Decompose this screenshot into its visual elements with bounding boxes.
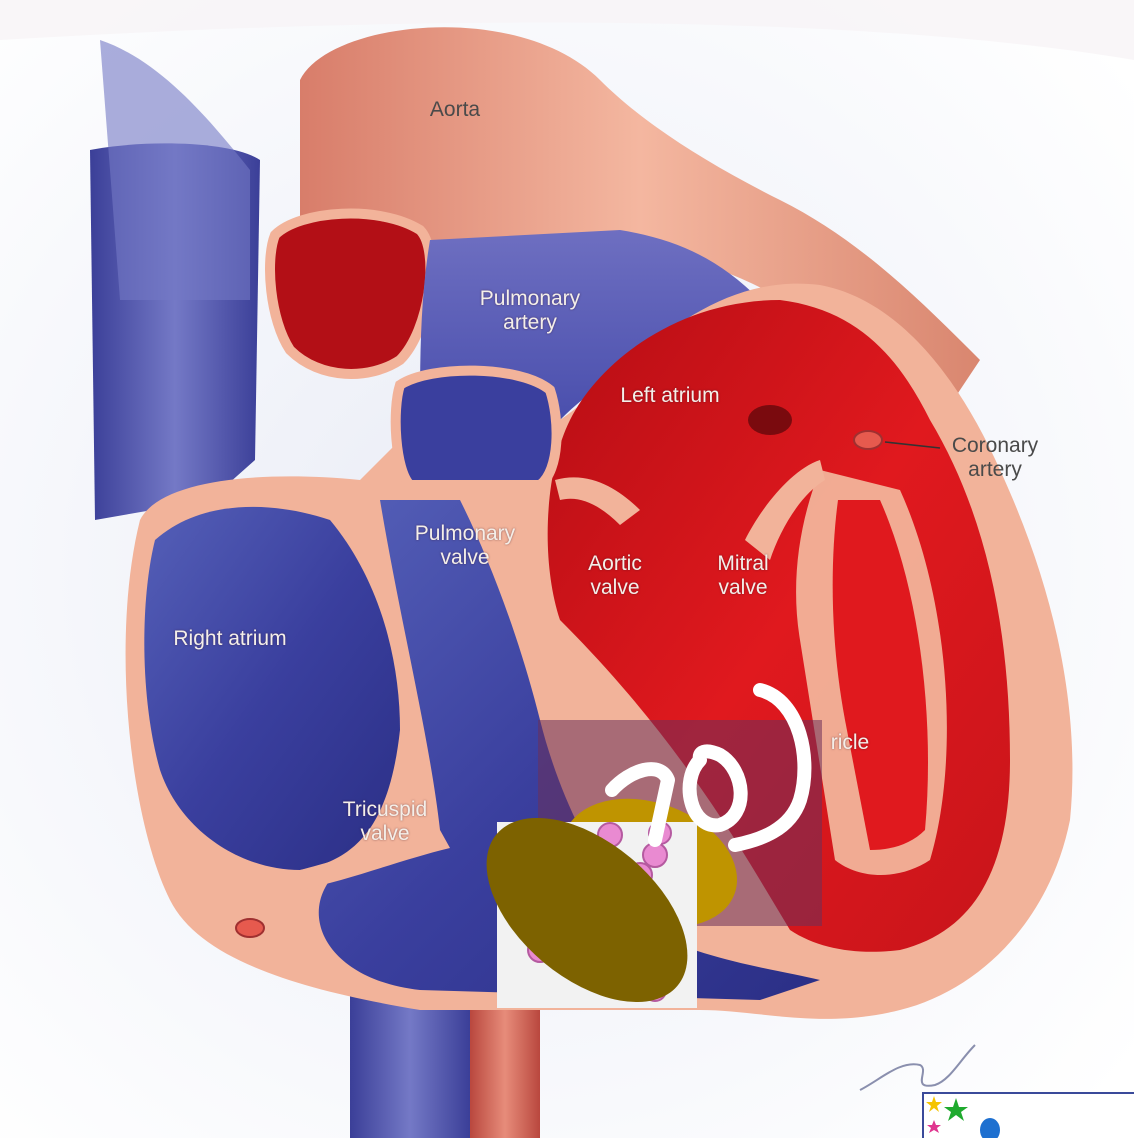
label-aortic-valve: Aortic valve (560, 552, 670, 600)
pulmonary-vein-opening (748, 405, 792, 435)
label-pulmonary-valve: Pulmonary valve (390, 522, 540, 570)
label-right-atrium: Right atrium (150, 627, 310, 651)
pulmonary-valve-chamber (396, 371, 557, 485)
label-coronary-artery: Coronary artery (935, 434, 1055, 482)
label-aorta: Aorta (410, 98, 500, 122)
label-left-ventricle-fragment: ricle (820, 731, 880, 755)
logo-badge (922, 1092, 1134, 1138)
label-pulmonary-artery: Pulmonary artery (455, 287, 605, 335)
small-vessel (236, 919, 264, 937)
label-mitral-valve: Mitral valve (688, 552, 798, 600)
pink-star-icon (927, 1120, 941, 1133)
green-star-icon (944, 1098, 968, 1121)
blue-dot-icon (980, 1118, 1000, 1138)
label-left-atrium: Left atrium (595, 384, 745, 408)
coronary-artery-vessel (854, 431, 882, 449)
yellow-star-icon (926, 1096, 942, 1112)
label-tricuspid-valve: Tricuspid valve (315, 798, 455, 846)
aortic-root (270, 214, 430, 374)
